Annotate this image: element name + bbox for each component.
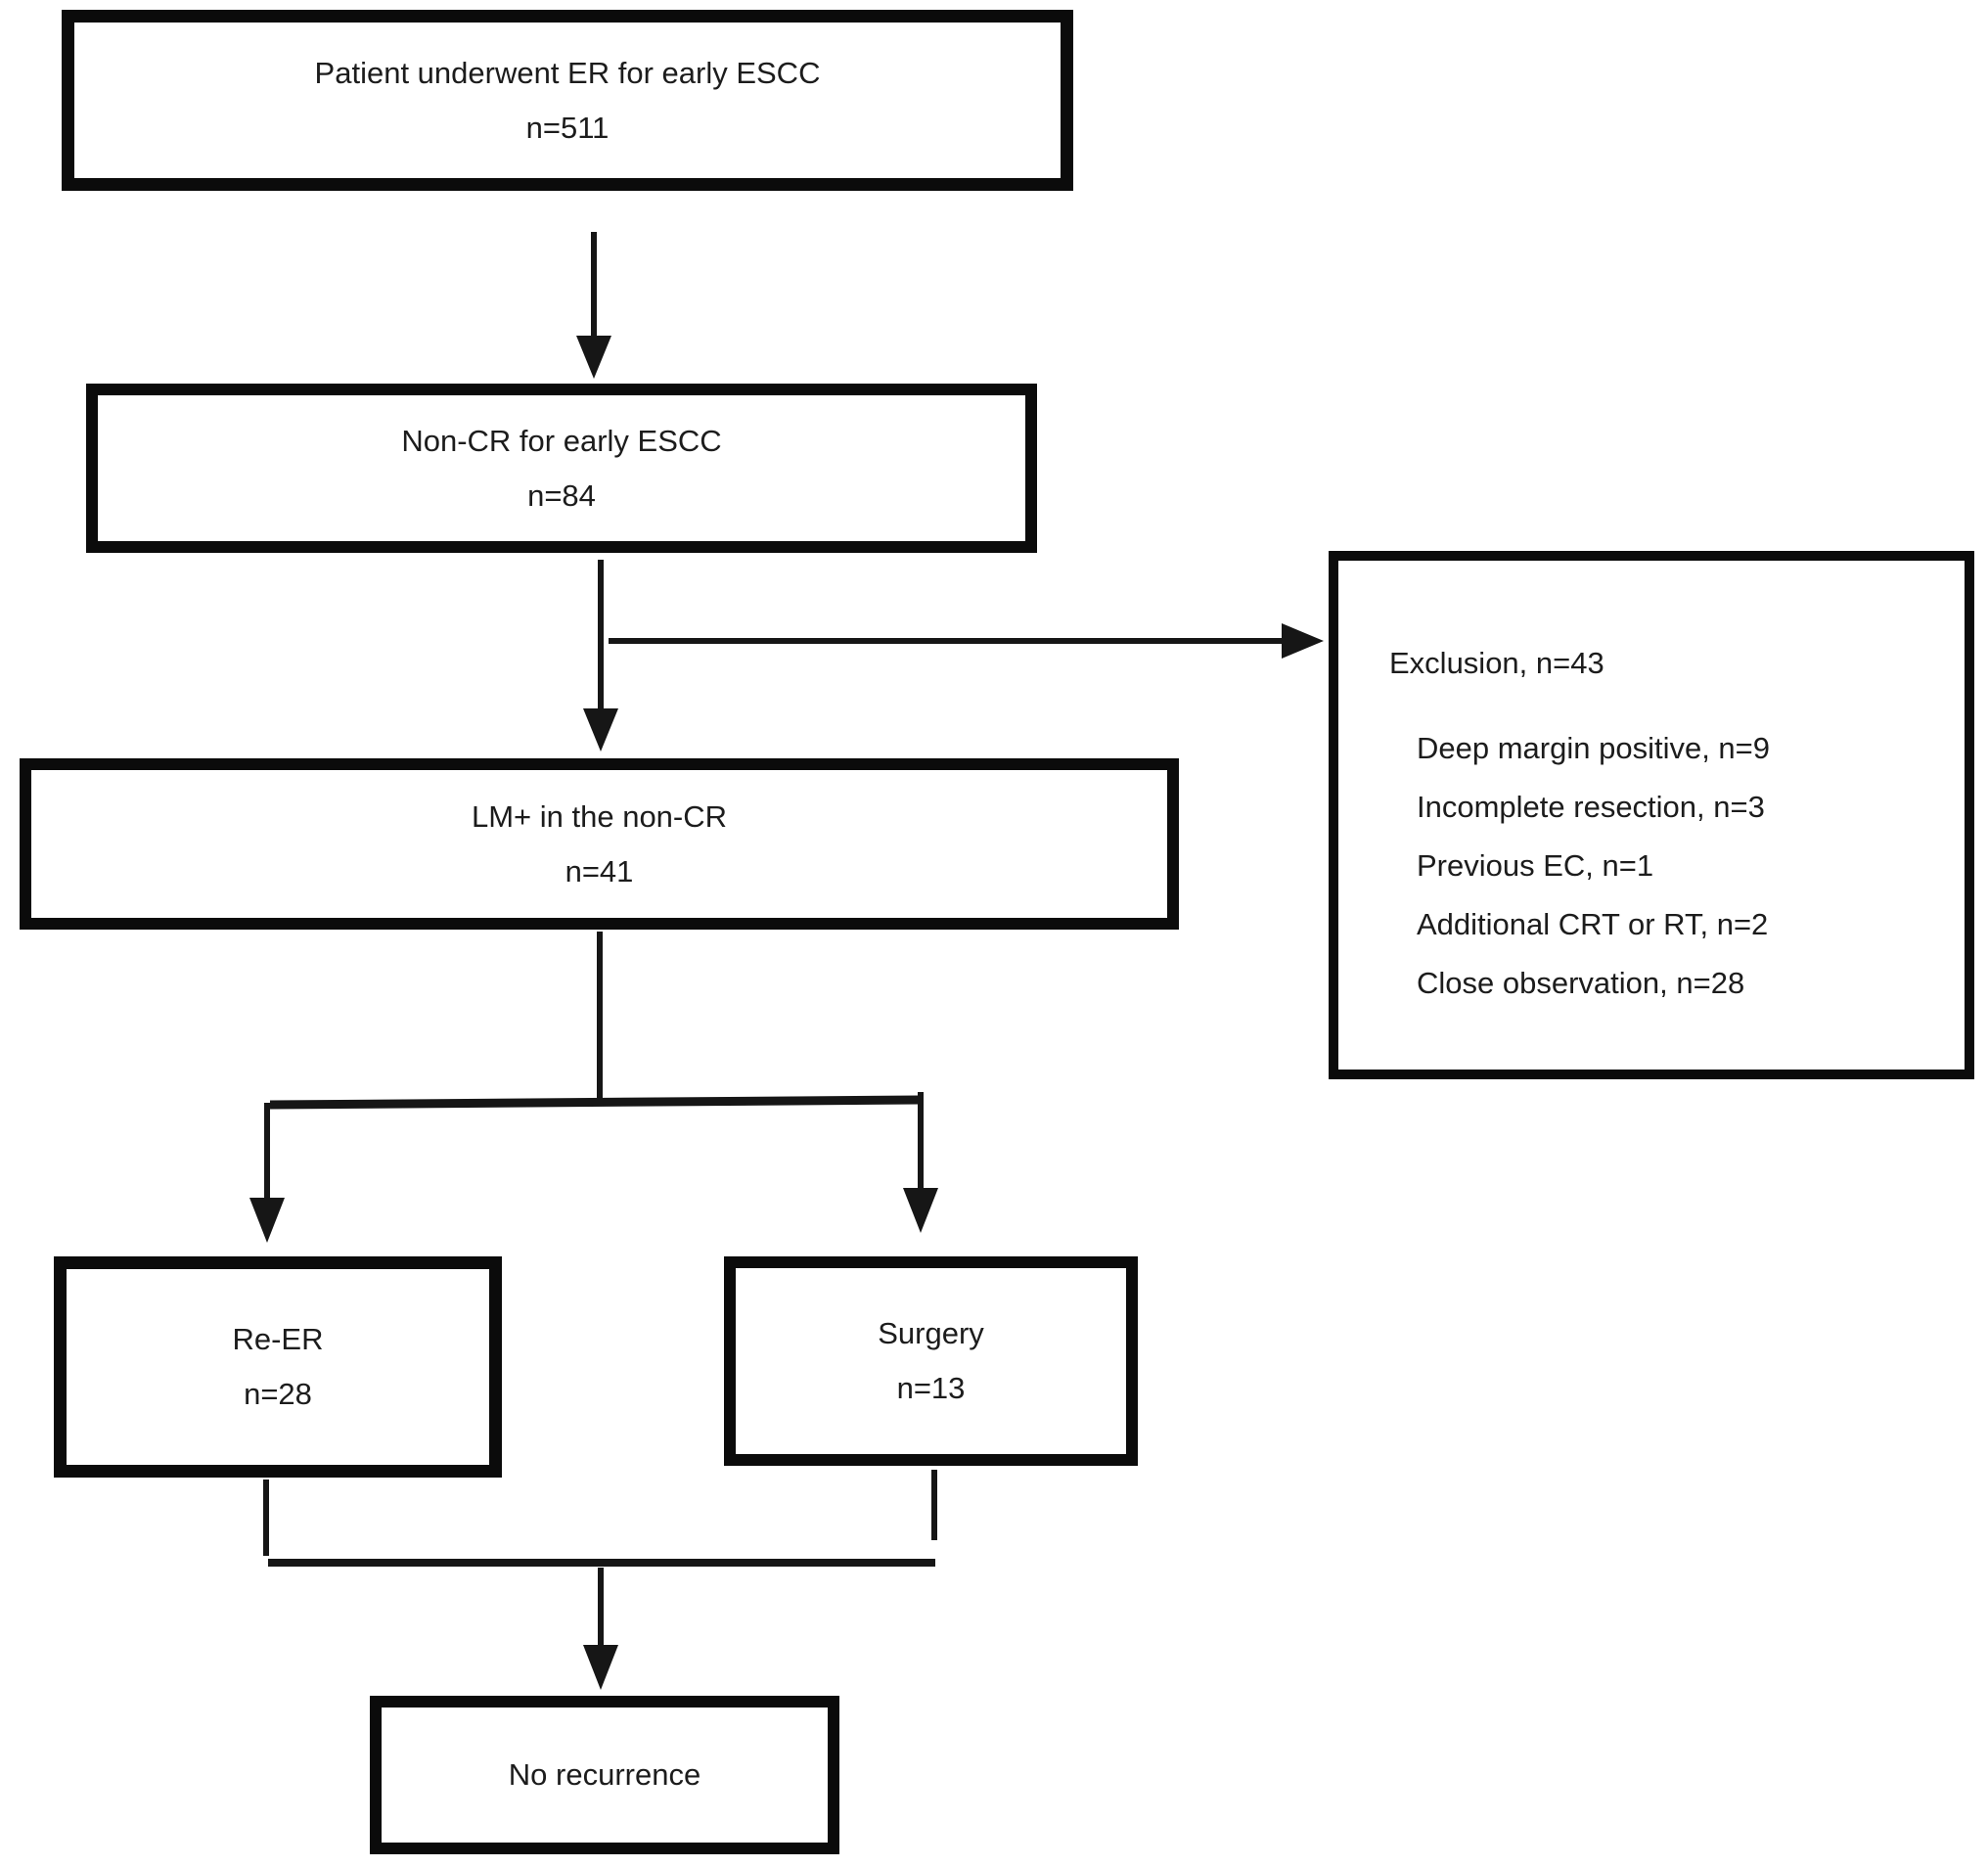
box-re-er: Re-ER n=28: [54, 1256, 502, 1478]
box-exclusion: Exclusion, n=43 Deep margin positive, n=…: [1329, 551, 1974, 1079]
box-patient-er-label: Patient underwent ER for early ESCC: [314, 55, 821, 90]
box-surgery: Surgery n=13: [724, 1256, 1138, 1466]
box-non-cr: Non-CR for early ESCC n=84: [86, 384, 1037, 553]
box-re-er-label: Re-ER: [232, 1322, 324, 1356]
arrow-heads: [249, 336, 1324, 1690]
box-lm-positive-label: LM+ in the non-CR: [471, 798, 728, 834]
box-lm-positive: LM+ in the non-CR n=41: [20, 758, 1179, 930]
box-non-cr-label: Non-CR for early ESCC: [401, 423, 722, 458]
box-patient-er: Patient underwent ER for early ESCC n=51…: [62, 10, 1073, 191]
box-no-recurrence: No recurrence: [370, 1696, 839, 1854]
box-surgery-label: Surgery: [878, 1316, 984, 1350]
box-re-er-count: n=28: [244, 1377, 312, 1411]
arrow-lines: [263, 232, 1286, 1648]
box-no-recurrence-label: No recurrence: [508, 1757, 701, 1792]
exclusion-item: Previous EC, n=1: [1417, 848, 1654, 883]
box-surgery-count: n=13: [896, 1371, 966, 1405]
box-lm-positive-count: n=41: [565, 853, 634, 888]
exclusion-item: Deep margin positive, n=9: [1417, 731, 1771, 765]
exclusion-item: Incomplete resection, n=3: [1417, 790, 1765, 824]
exclusion-title: Exclusion, n=43: [1389, 646, 1604, 680]
exclusion-item: Close observation, n=28: [1417, 966, 1745, 1000]
box-non-cr-count: n=84: [527, 478, 596, 513]
box-patient-er-count: n=511: [525, 110, 610, 145]
exclusion-item: Additional CRT or RT, n=2: [1417, 907, 1769, 941]
